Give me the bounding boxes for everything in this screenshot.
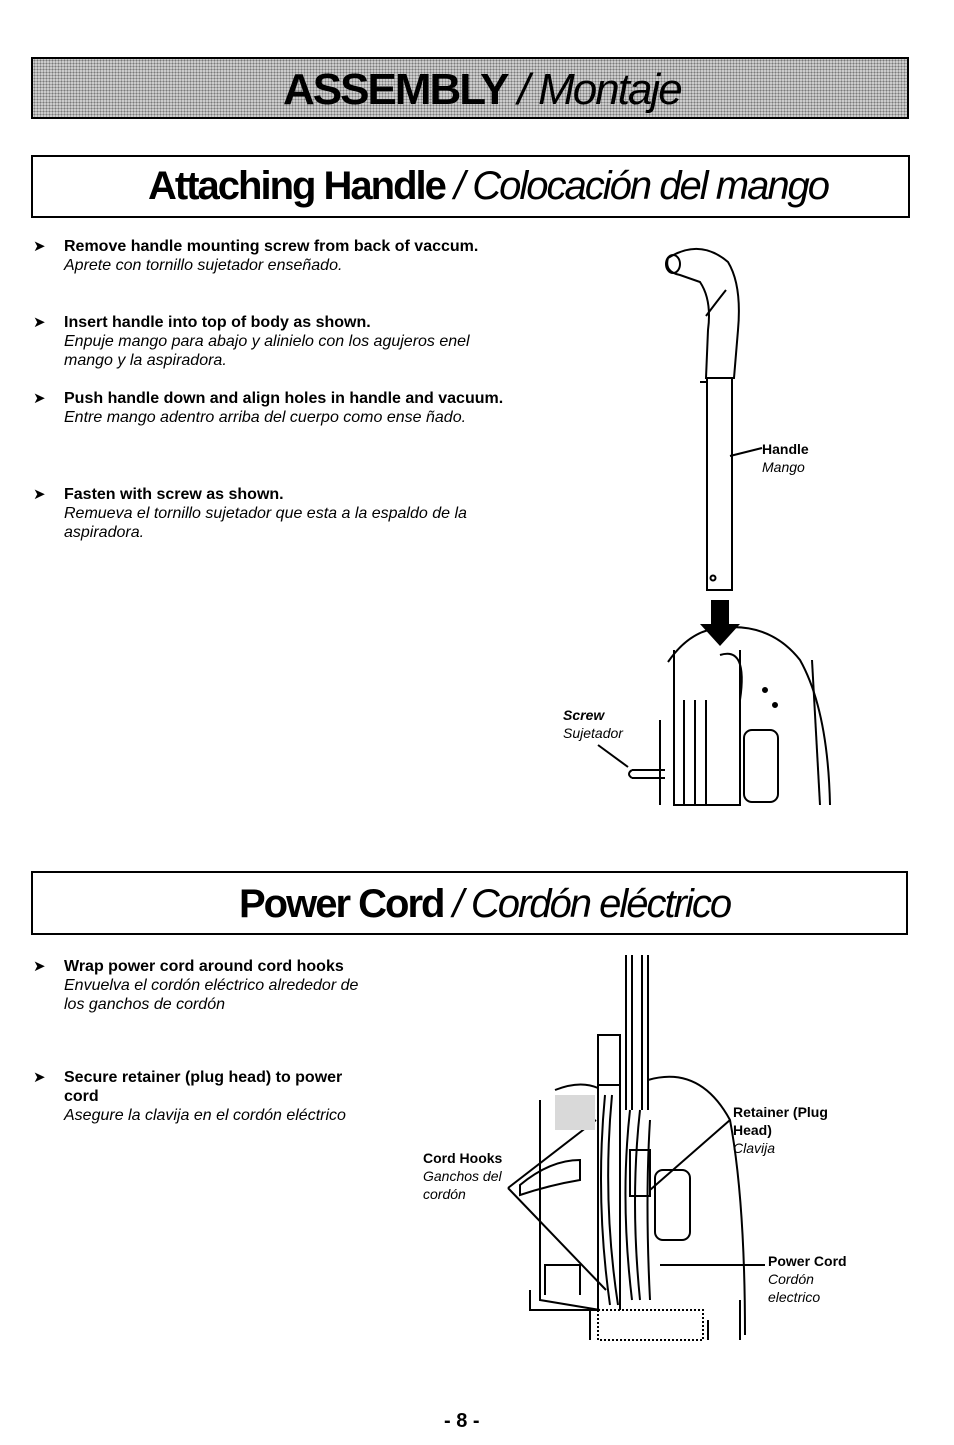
assembly-title: ASSEMBLY / Montaje (283, 65, 683, 115)
handle-step-2-es: Enpuje mango para abajo y alinielo con l… (64, 333, 470, 369)
handle-step-4-en: Fasten with screw as shown. (64, 486, 284, 503)
handle-step-4-es: Remueva el tornillo sujetador que esta a… (64, 505, 467, 541)
assembly-title-es: Montaje (538, 65, 683, 114)
screw-label-es: Sujetador (563, 725, 623, 741)
attaching-handle-title-en: Attaching Handle (148, 164, 447, 208)
power-cord-title: Power Cord / Cordón eléctrico (239, 882, 732, 927)
bullet-arrow-icon: ➤ (33, 486, 46, 503)
handle-step-2: ➤ Insert handle into top of body as show… (33, 313, 504, 370)
bullet-arrow-icon: ➤ (33, 958, 46, 975)
handle-step-2-en: Insert handle into top of body as shown. (64, 314, 371, 331)
bullet-arrow-icon: ➤ (33, 238, 46, 255)
handle-step-1-es: Aprete con tornillo sujetador enseñado. (64, 257, 343, 274)
cord-step-1-es: Envuelva el cordón eléctrico alrededor d… (64, 977, 359, 1013)
handle-step-3-es: Entre mango adentro arriba del cuerpo co… (64, 409, 467, 426)
handle-label-es: Mango (762, 459, 805, 475)
power-cord-label-en: Power Cord (768, 1253, 847, 1269)
attaching-handle-header: Attaching Handle / Colocación del mango (31, 155, 910, 218)
screw-label: Screw Sujetador (563, 706, 623, 742)
attaching-handle-title-es: Colocación del mango (472, 164, 830, 208)
retainer-label-es: Clavija (733, 1140, 776, 1156)
cord-step-2-en: Secure retainer (plug head) to power cor… (64, 1069, 343, 1105)
power-cord-header: Power Cord / Cordón eléctrico (31, 871, 908, 935)
handle-label-en: Handle (762, 441, 809, 457)
handle-step-3-en: Push handle down and align holes in hand… (64, 390, 504, 407)
attaching-handle-title: Attaching Handle / Colocación del mango (148, 164, 830, 209)
cord-step-2: ➤ Secure retainer (plug head) to power c… (33, 1068, 364, 1125)
power-cord-label: Power Cord Cordón electrico (768, 1252, 848, 1306)
handle-step-3: ➤ Push handle down and align holes in ha… (33, 389, 534, 427)
power-cord-title-es: Cordón eléctrico (470, 882, 732, 926)
handle-step-1: ➤ Remove handle mounting screw from back… (33, 237, 524, 275)
handle-step-4: ➤ Fasten with screw as shown. Remueva el… (33, 485, 534, 542)
power-cord-title-en: Power Cord (239, 882, 445, 926)
cord-hooks-label-es: Ganchos del cordón (423, 1168, 502, 1202)
retainer-label-en: Retainer (Plug Head) (733, 1104, 828, 1138)
attaching-handle-title-separator: / (444, 164, 473, 208)
assembly-title-separator: / (507, 65, 539, 114)
bullet-arrow-icon: ➤ (33, 314, 46, 331)
retainer-label: Retainer (Plug Head) Clavija (733, 1103, 833, 1157)
cord-step-1-en: Wrap power cord around cord hooks (64, 958, 344, 975)
handle-step-1-en: Remove handle mounting screw from back o… (64, 238, 479, 255)
power-cord-label-es: Cordón electrico (768, 1271, 821, 1305)
cord-step-1: ➤ Wrap power cord around cord hooks Envu… (33, 957, 364, 1014)
cord-hooks-label: Cord Hooks Ganchos del cordón (423, 1149, 513, 1203)
page-number: - 8 - (444, 1410, 480, 1432)
cord-step-2-es: Asegure la clavija en el cordón eléctric… (64, 1107, 346, 1124)
bullet-arrow-icon: ➤ (33, 390, 46, 407)
assembly-header-bar: ASSEMBLY / Montaje (31, 57, 909, 119)
bullet-arrow-icon: ➤ (33, 1069, 46, 1086)
power-cord-title-separator: / (443, 882, 471, 926)
cord-hooks-label-en: Cord Hooks (423, 1150, 503, 1166)
handle-label: Handle Mango (762, 440, 809, 476)
screw-label-en: Screw (563, 707, 605, 723)
assembly-title-en: ASSEMBLY (283, 65, 509, 114)
